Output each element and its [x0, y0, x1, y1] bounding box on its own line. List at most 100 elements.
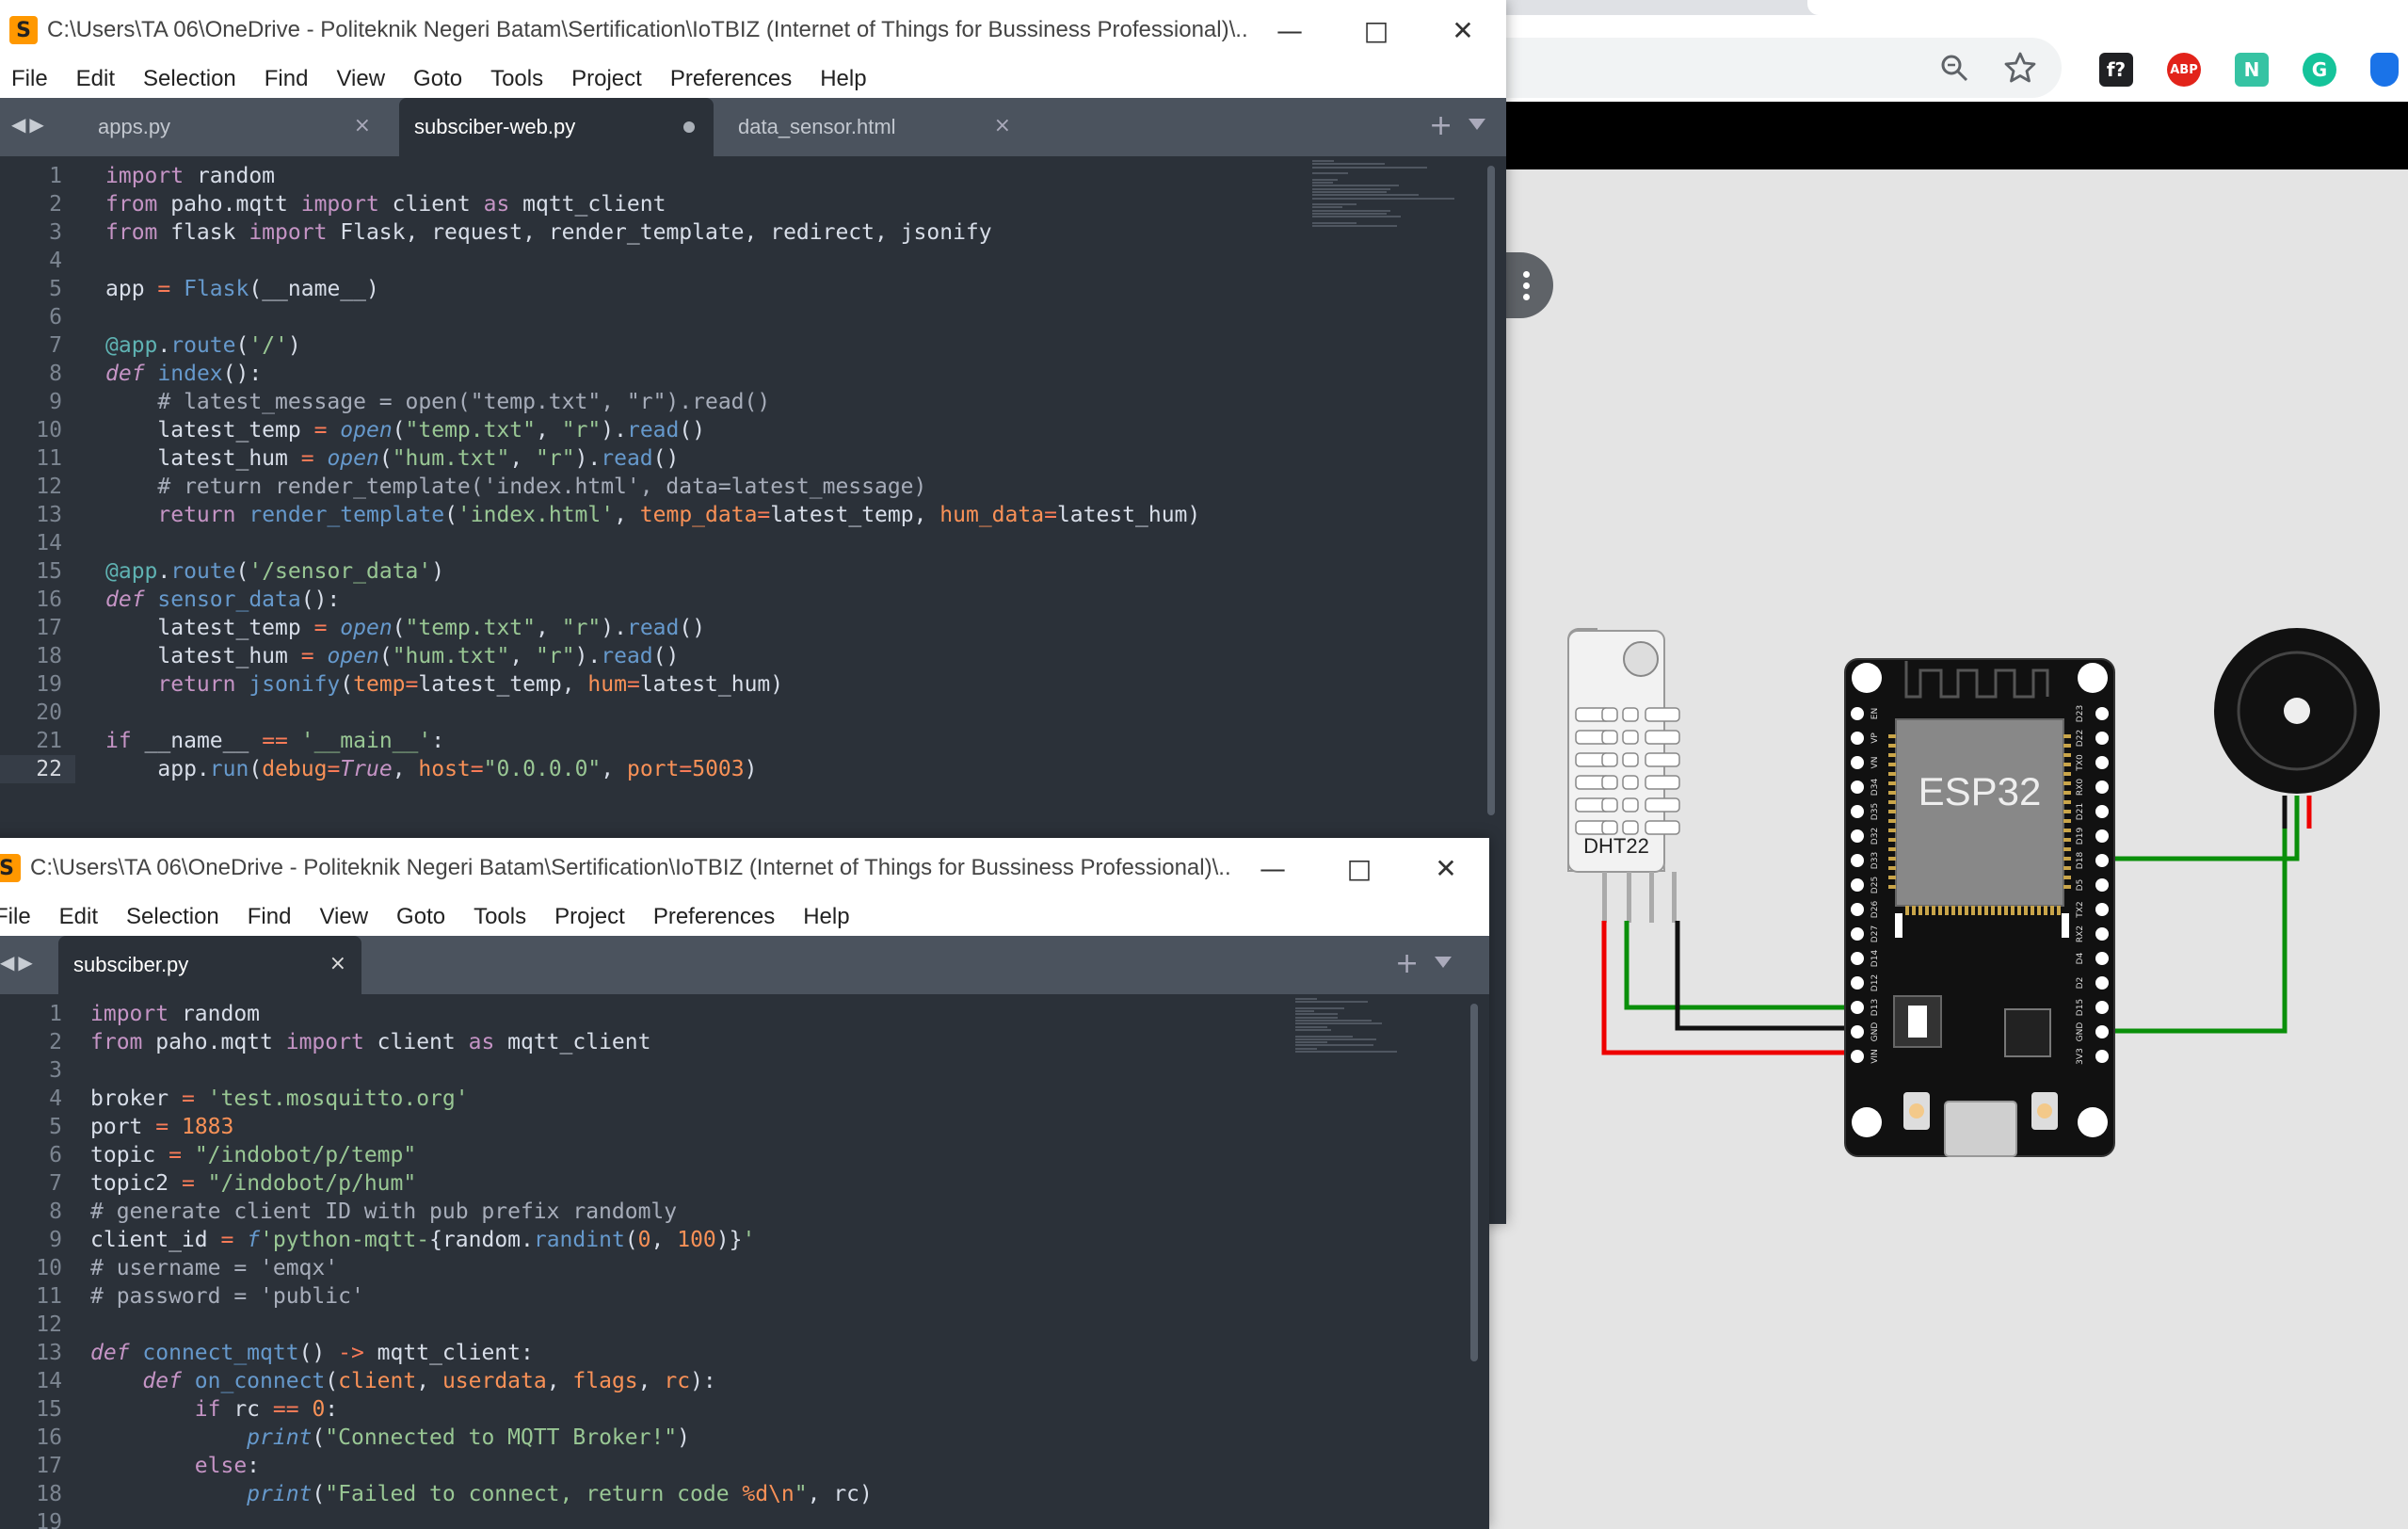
esp32-pin-vin[interactable] [1851, 1050, 1864, 1063]
tab-nav-arrows-icon[interactable]: ◀▶ [11, 113, 48, 136]
esp32-pin-d26[interactable] [1851, 903, 1864, 916]
window-titlebar[interactable]: S C:\Users\TA 06\OneDrive - Politeknik N… [0, 838, 1489, 898]
esp32-pin-3v3[interactable] [2095, 1050, 2109, 1063]
menu-preferences[interactable]: Preferences [669, 66, 793, 91]
code-line[interactable]: app = Flask(__name__) [105, 275, 1506, 303]
new-tab-icon[interactable]: + [1395, 947, 1420, 980]
notion-like-extension-icon[interactable]: N [2235, 53, 2269, 87]
code-line[interactable]: else: [90, 1452, 1489, 1480]
close-tab-icon[interactable]: × [353, 114, 371, 137]
code-line[interactable]: import random [105, 162, 1506, 190]
menu-selection[interactable]: Selection [143, 66, 236, 91]
code-line[interactable]: def sensor_data(): [105, 586, 1506, 614]
menu-project[interactable]: Project [571, 66, 642, 91]
esp32-pin-d14[interactable] [1851, 952, 1864, 965]
menu-edit[interactable]: Edit [58, 904, 99, 929]
esp32-pin-d34[interactable] [1851, 781, 1864, 794]
code-line[interactable]: # password = 'public' [90, 1282, 1489, 1311]
code-line[interactable]: port = 1883 [90, 1113, 1489, 1141]
shield-extension-icon[interactable] [2370, 53, 2399, 87]
esp32-pin-gnd[interactable] [1851, 1025, 1864, 1038]
esp32-pin-d27[interactable] [1851, 927, 1864, 941]
esp32-pin-d32[interactable] [1851, 829, 1864, 843]
code-line[interactable]: from paho.mqtt import client as mqtt_cli… [105, 190, 1506, 218]
code-line[interactable]: print("Failed to connect, return code %d… [90, 1480, 1489, 1508]
code-line[interactable] [105, 529, 1506, 557]
code-line[interactable]: # username = 'emqx' [90, 1254, 1489, 1282]
code-line[interactable]: broker = 'test.mosquitto.org' [90, 1085, 1489, 1113]
esp32-pin-d15[interactable] [2095, 1001, 2109, 1014]
code-line[interactable]: # latest_message = open("temp.txt", "r")… [105, 388, 1506, 416]
buzzer[interactable] [2214, 628, 2380, 794]
formula-extension-icon[interactable]: f? [2099, 53, 2133, 87]
code-line[interactable]: latest_hum = open("hum.txt", "r").read() [105, 642, 1506, 670]
tab-subsciber-web-py[interactable]: subsciber-web.py [399, 98, 714, 156]
more-options-icon[interactable] [1499, 252, 1553, 318]
menu-selection[interactable]: Selection [126, 904, 219, 929]
menu-help[interactable]: Help [820, 66, 867, 91]
menu-file[interactable]: File [11, 66, 48, 91]
menu-edit[interactable]: Edit [75, 66, 116, 91]
code-line[interactable]: # return render_template('index.html', d… [105, 473, 1506, 501]
esp32-pin-tx0[interactable] [2095, 756, 2109, 769]
code-line[interactable]: latest_hum = open("hum.txt", "r").read() [105, 444, 1506, 473]
esp32-pin-d12[interactable] [1851, 976, 1864, 990]
esp32-pin-d19[interactable] [2095, 829, 2109, 843]
code-line[interactable]: return jsonify(temp=latest_temp, hum=lat… [105, 670, 1506, 699]
tab-data-sensor-html[interactable]: data_sensor.html× [723, 98, 1026, 156]
code-line[interactable]: topic2 = "/indobot/p/hum" [90, 1169, 1489, 1198]
code-line[interactable] [105, 247, 1506, 275]
menu-project[interactable]: Project [554, 904, 625, 929]
code-line[interactable] [90, 1508, 1489, 1529]
code-line[interactable]: @app.route('/') [105, 331, 1506, 360]
minimize-icon[interactable]: — [1260, 852, 1286, 884]
close-tab-icon[interactable]: × [993, 114, 1011, 137]
menu-preferences[interactable]: Preferences [652, 904, 776, 929]
esp32-pin-en[interactable] [1851, 707, 1864, 720]
esp32-pin-d33[interactable] [1851, 854, 1864, 867]
menu-goto[interactable]: Goto [396, 904, 446, 929]
esp32-pin-vp[interactable] [1851, 732, 1864, 745]
tab-nav-arrows-icon[interactable]: ◀▶ [0, 951, 37, 974]
minimize-icon[interactable]: — [1276, 14, 1303, 46]
adblock-plus-icon[interactable]: ABP [2167, 53, 2201, 87]
browser-tab[interactable] [1807, 0, 2408, 15]
code-line[interactable]: # generate client ID with pub prefix ran… [90, 1198, 1489, 1226]
close-icon[interactable]: ✕ [1435, 852, 1457, 884]
maximize-icon[interactable]: □ [1346, 852, 1373, 884]
code-line[interactable]: return render_template('index.html', tem… [105, 501, 1506, 529]
esp32-pin-tx2[interactable] [2095, 903, 2109, 916]
esp32-pin-rx2[interactable] [2095, 927, 2109, 941]
new-tab-icon[interactable]: + [1429, 109, 1453, 142]
grammarly-icon[interactable]: G [2303, 53, 2336, 87]
code-line[interactable]: latest_temp = open("temp.txt", "r").read… [105, 614, 1506, 642]
esp32-pin-d21[interactable] [2095, 805, 2109, 818]
window-titlebar[interactable]: S C:\Users\TA 06\OneDrive - Politeknik N… [0, 0, 1506, 60]
address-bar[interactable] [1469, 38, 2062, 98]
menu-view[interactable]: View [319, 904, 369, 929]
esp32-pin-gnd[interactable] [2095, 1025, 2109, 1038]
esp32-pin-d23[interactable] [2095, 707, 2109, 720]
sublime-window-secondary[interactable]: S C:\Users\TA 06\OneDrive - Politeknik N… [0, 838, 1489, 1529]
menu-find[interactable]: Find [264, 66, 309, 91]
tab-subsciber-py[interactable]: subsciber.py× [58, 936, 361, 994]
menu-help[interactable]: Help [803, 904, 850, 929]
menu-goto[interactable]: Goto [413, 66, 463, 91]
code-line[interactable] [90, 1311, 1489, 1339]
code-line[interactable]: from paho.mqtt import client as mqtt_cli… [90, 1028, 1489, 1056]
bookmark-star-icon[interactable] [2003, 51, 2037, 85]
code-line[interactable]: print("Connected to MQTT Broker!") [90, 1424, 1489, 1452]
code-line[interactable]: app.run(debug=True, host="0.0.0.0", port… [105, 755, 1506, 783]
menu-tools[interactable]: Tools [490, 66, 544, 91]
code-line[interactable]: def connect_mqtt() -> mqtt_client: [90, 1339, 1489, 1367]
dht22-sensor[interactable]: DHT22 [1567, 628, 1680, 923]
code-line[interactable]: if __name__ == '__main__': [105, 727, 1506, 755]
tab-list-dropdown-icon[interactable] [1435, 957, 1452, 968]
code-line[interactable]: latest_temp = open("temp.txt", "r").read… [105, 416, 1506, 444]
